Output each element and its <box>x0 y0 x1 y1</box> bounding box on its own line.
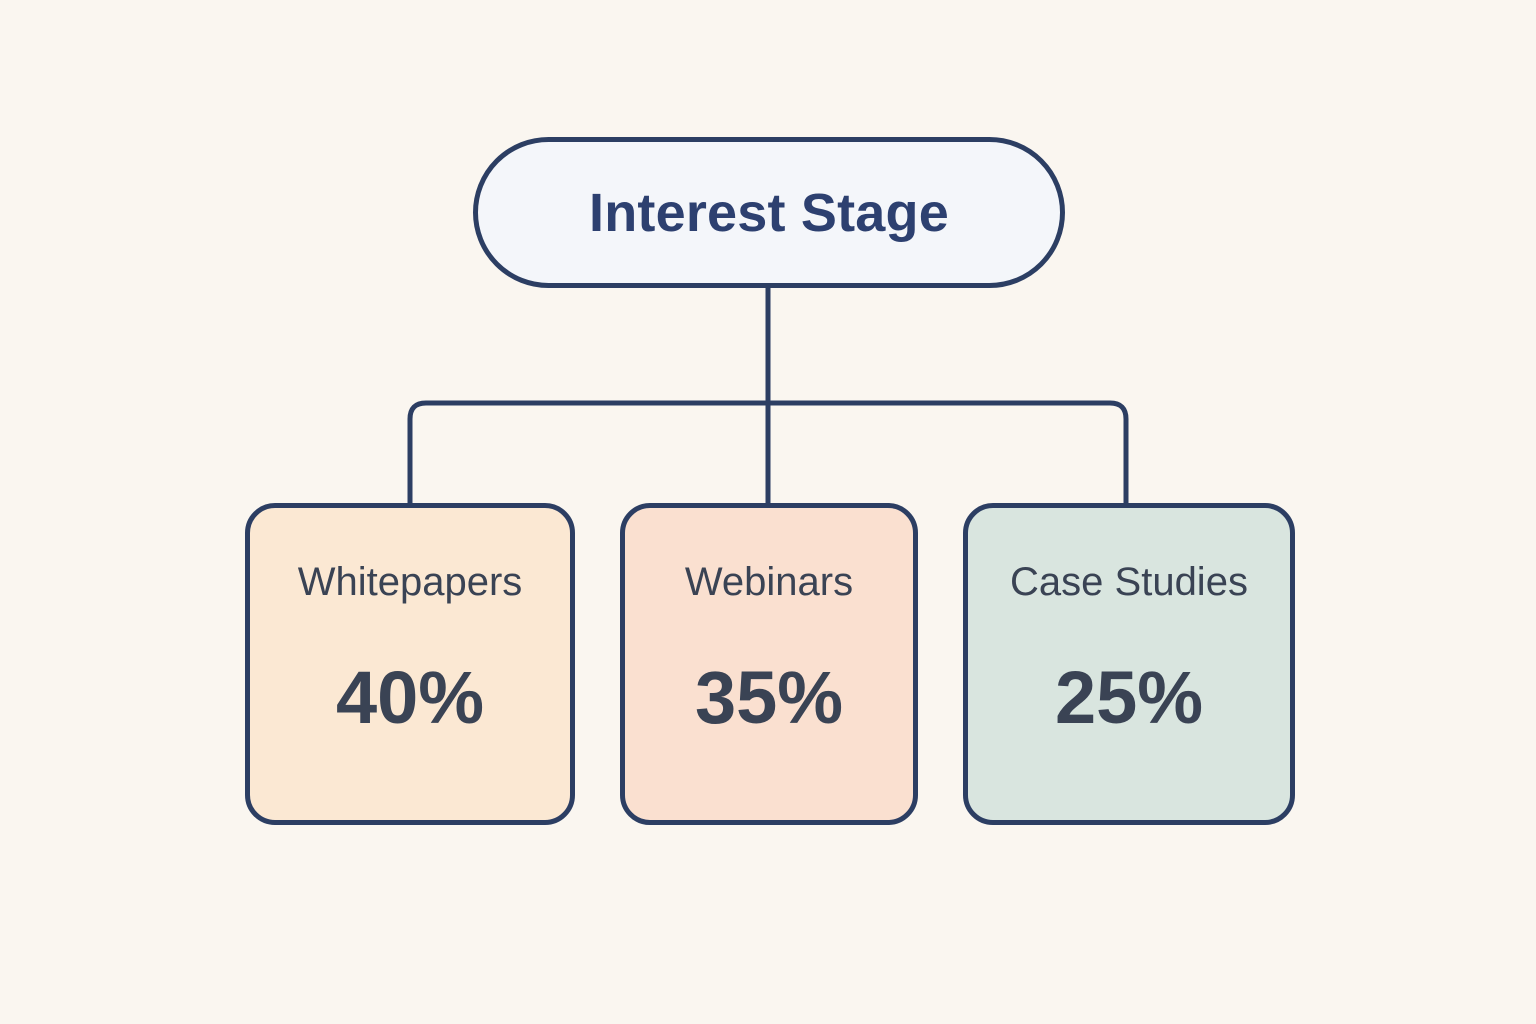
child-card-value: 25% <box>1054 656 1204 739</box>
connector-left-elbow <box>407 400 768 503</box>
child-card-case-studies[interactable]: Case Studies 25% <box>963 503 1295 825</box>
root-node-label: Interest Stage <box>589 182 949 243</box>
child-card-label: Case Studies <box>1010 560 1248 604</box>
root-node-interest-stage[interactable]: Interest Stage <box>473 137 1065 288</box>
child-card-whitepapers[interactable]: Whitepapers 40% <box>245 503 575 825</box>
child-card-value: 40% <box>335 656 485 739</box>
child-card-label: Webinars <box>684 560 854 604</box>
child-card-label: Whitepapers <box>297 560 523 604</box>
child-card-webinars[interactable]: Webinars 35% <box>620 503 918 825</box>
child-card-value: 35% <box>694 656 844 739</box>
connector-right-elbow <box>768 400 1129 503</box>
